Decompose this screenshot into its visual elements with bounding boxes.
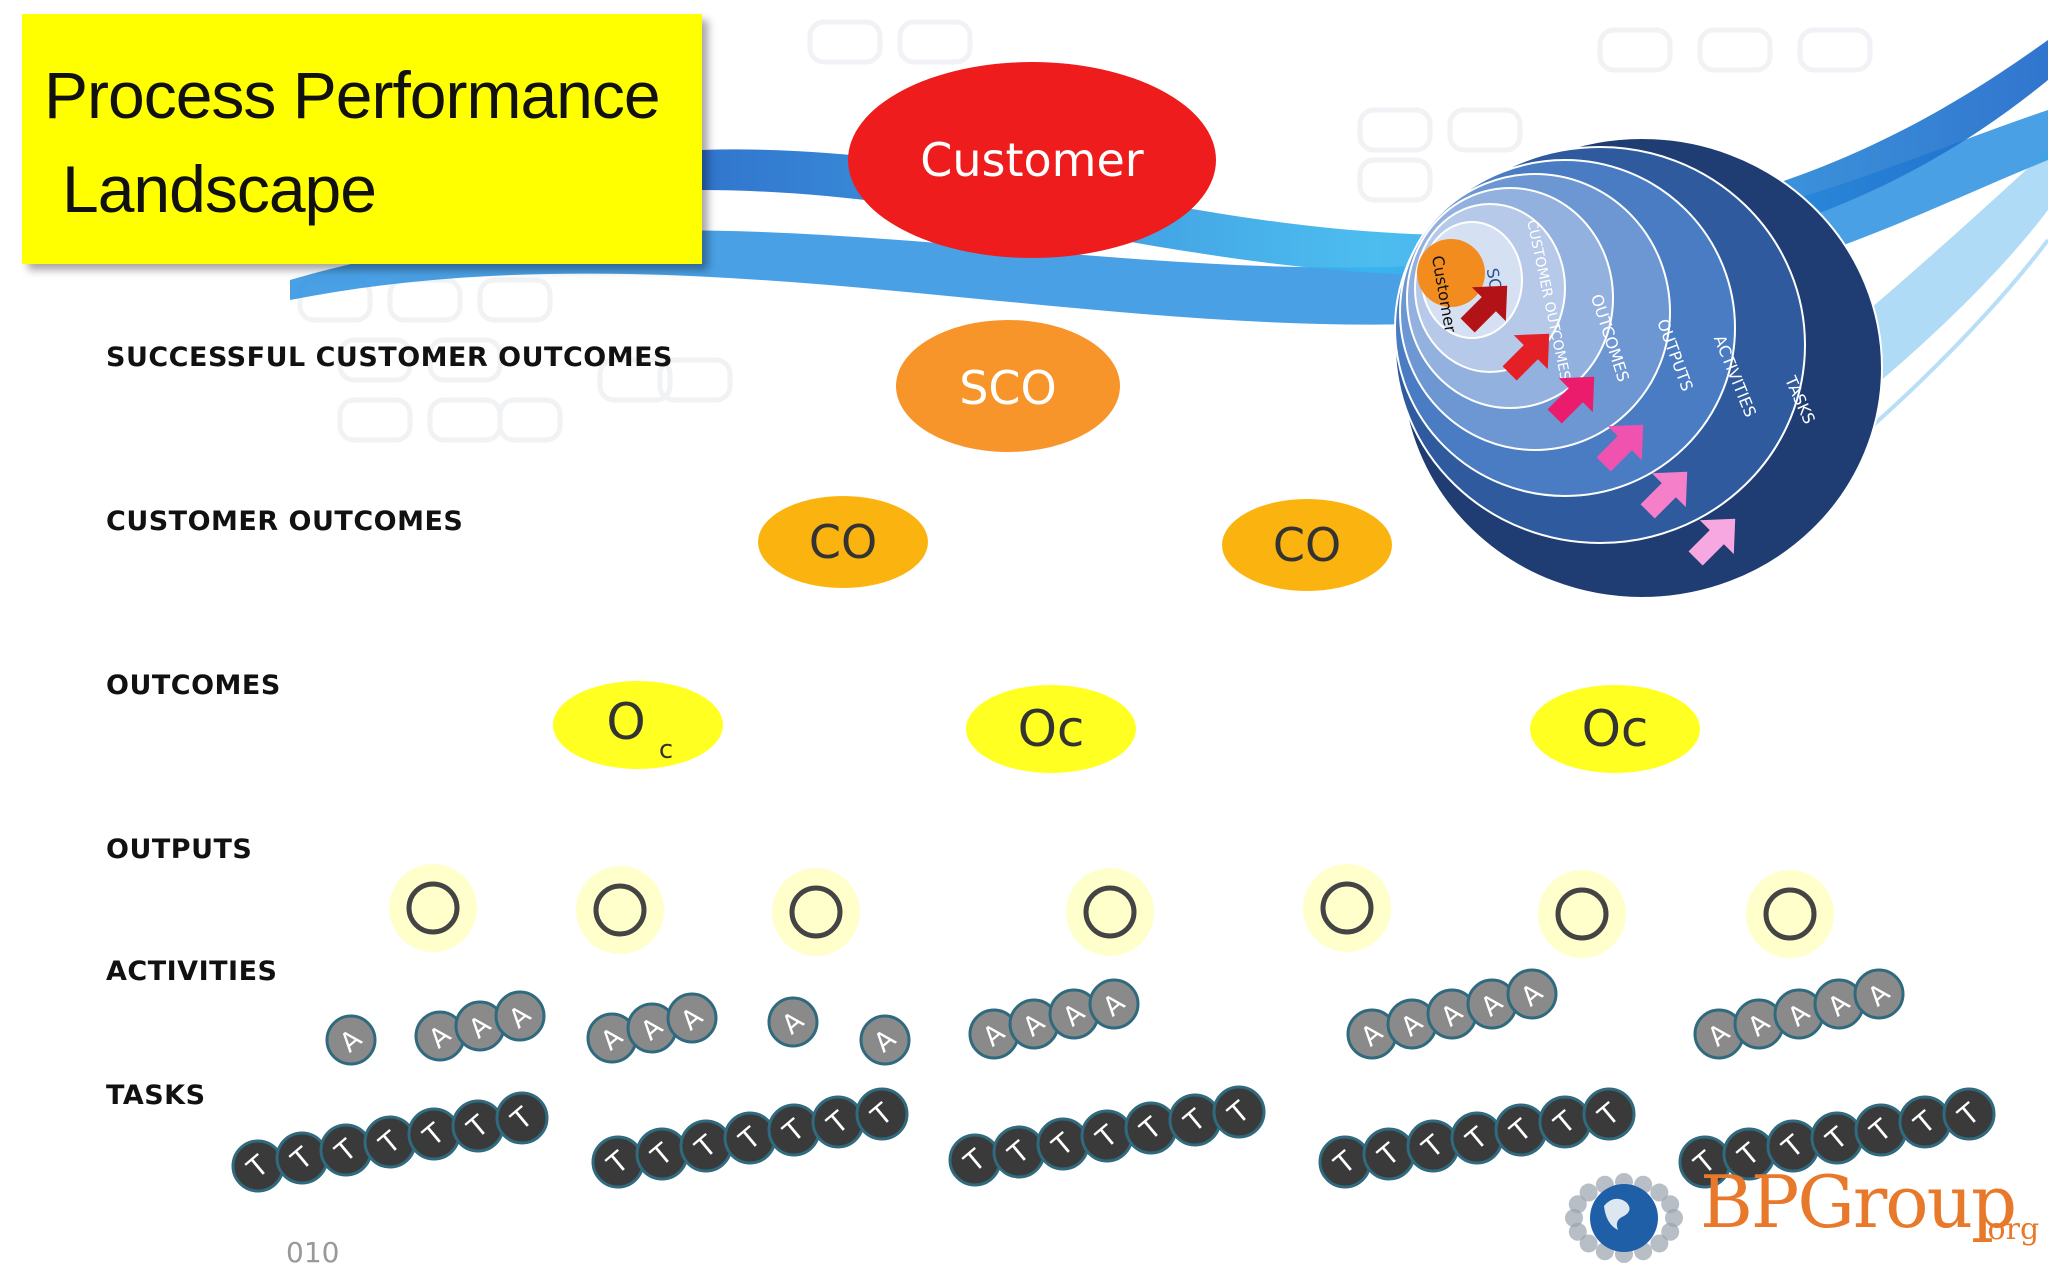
title-box: Process Performance Landscape bbox=[22, 14, 702, 264]
slide-number: 010 bbox=[286, 1236, 340, 1269]
level-label-outputs: OUTPUTS bbox=[106, 834, 253, 865]
title-line-1: Process Performance bbox=[44, 58, 661, 132]
title-line-2: Landscape bbox=[62, 152, 377, 226]
level-label-successful-customer-outcomes: SUCCESSFUL CUSTOMER OUTCOMES bbox=[106, 342, 673, 373]
level-label-customer-outcomes: CUSTOMER OUTCOMES bbox=[106, 506, 464, 537]
brand-logo-text: BPGroup bbox=[1700, 1160, 2017, 1244]
level-label-tasks: TASKS bbox=[106, 1080, 206, 1111]
brand-logo-suffix: .org bbox=[1978, 1212, 2040, 1247]
level-label-activities: ACTIVITIES bbox=[106, 956, 278, 987]
level-label-outcomes: OUTCOMES bbox=[106, 670, 281, 701]
